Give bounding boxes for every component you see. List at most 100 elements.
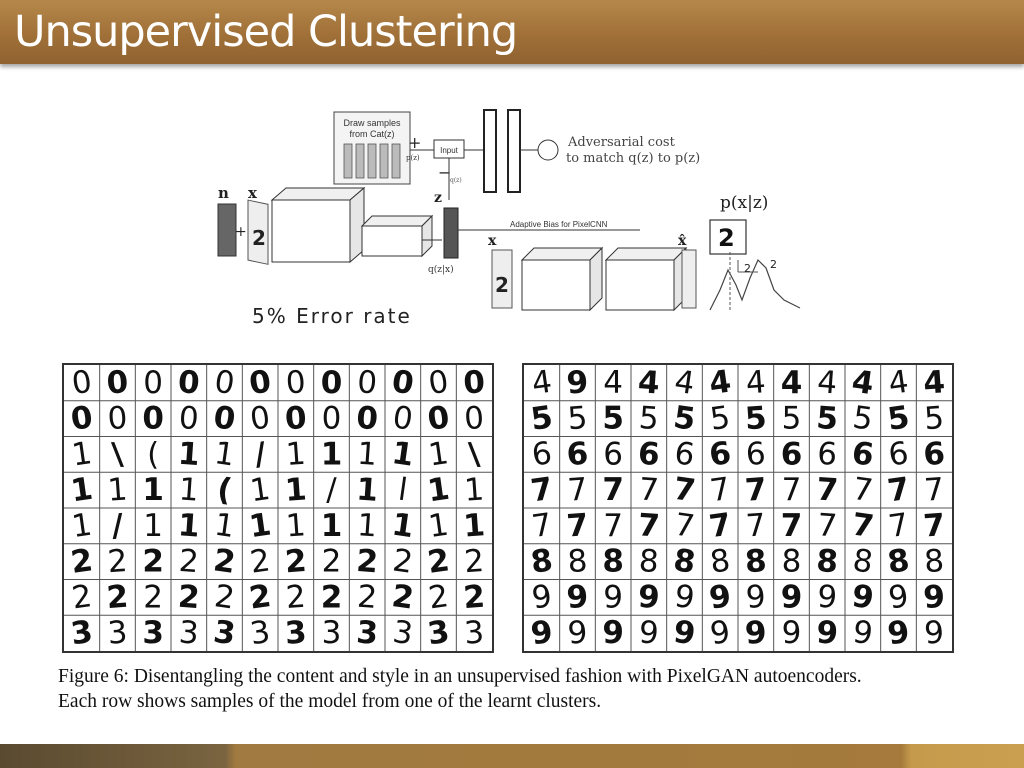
right-digit-cell: 8 [529, 542, 555, 581]
left-digit-cell: 1 [212, 435, 237, 473]
left-digit-cell: 2 [322, 544, 342, 580]
left-digit-cell: 1 [321, 508, 343, 544]
right-digit-cell: 9 [923, 614, 945, 651]
title-bar: Unsupervised Clustering [0, 0, 1024, 64]
right-digit-cell: 9 [565, 365, 589, 402]
x-hat-label: x̂ [678, 233, 687, 249]
left-digit-cell: 2 [247, 578, 273, 617]
right-digit-cell: 7 [850, 507, 876, 546]
left-digit-cell: 3 [355, 614, 379, 651]
left-digit-cell: 0 [69, 399, 95, 438]
left-digit-cell: 0 [426, 365, 451, 402]
adaptive-bias-label: Adaptive Bias for PixelCNN [510, 220, 608, 229]
left-digit-cell: 1 [321, 436, 343, 472]
left-digit-cell: 2 [426, 578, 451, 616]
right-digit-cell: 5 [671, 399, 697, 438]
right-digit-cell: 9 [744, 614, 768, 651]
right-digit-cell: 4 [603, 365, 623, 401]
left-digit-cell: 0 [142, 401, 164, 437]
right-digit-cell: 9 [602, 615, 624, 651]
input-image [247, 199, 269, 265]
plus-sign: + [408, 133, 421, 152]
left-digit-cell: 0 [143, 365, 163, 401]
left-digit-cell: 2 [211, 542, 237, 581]
right-digit-cell: 7 [744, 471, 768, 508]
left-digit-cell: 3 [142, 615, 164, 651]
n-label: n [218, 184, 229, 202]
right-digit-cell: 7 [638, 471, 660, 508]
left-digit-cell: 2 [106, 543, 128, 580]
minus-sign: − [438, 163, 451, 182]
right-digit-cell: 4 [850, 365, 876, 402]
right-digit-cell: 7 [530, 507, 555, 545]
right-digit-cell: 7 [671, 471, 697, 510]
left-digit-cell: 0 [462, 365, 486, 402]
right-digit-cell: 6 [637, 436, 661, 473]
right-digit-cell: 4 [672, 365, 697, 402]
right-digit-cell: 9 [672, 578, 697, 616]
left-digit-cell: 0 [247, 365, 273, 402]
x-label-decoder: x [488, 233, 497, 249]
left-digit-cell: 1 [390, 507, 416, 546]
left-digit-cell: / [111, 507, 125, 544]
left-digit-cell: \ [467, 436, 481, 473]
right-digit-cell: 9 [885, 614, 911, 651]
right-digit-cell: 5 [529, 399, 555, 438]
left-digit-cell: 3 [211, 614, 237, 651]
right-digit-cell: 8 [708, 542, 733, 580]
footer-bar [0, 744, 1024, 768]
right-digit-cell: 9 [850, 578, 876, 617]
right-digit-cell: 9 [638, 614, 660, 651]
left-digit-cell: 0 [177, 365, 201, 402]
output-digit: 2 [718, 224, 735, 252]
left-digit-cell: 1 [356, 436, 378, 473]
right-digit-cell: 9 [637, 579, 661, 616]
right-digit-cell: 4 [707, 365, 733, 402]
right-digit-cell: 5 [602, 401, 624, 437]
caption-line-2: Each row shows samples of the model from… [58, 691, 602, 712]
left-digit-cell: 0 [70, 365, 95, 402]
encoder-block-2 [360, 214, 434, 258]
q-z-label: q(z) [450, 177, 462, 184]
right-digit-cell: 8 [744, 543, 768, 580]
left-digit-cell: l [396, 472, 410, 509]
right-digit-cell: 7 [851, 471, 876, 509]
left-digit-cell: 1 [248, 471, 273, 509]
figure-caption: Figure 6: Disentangling the content and … [58, 664, 978, 714]
left-digit-cell: 1 [355, 471, 379, 508]
left-digit-cell: 0 [284, 400, 308, 437]
left-digit-cell: 1 [462, 507, 486, 544]
left-digit-cell: 1 [177, 507, 201, 544]
discriminator-layer-1 [483, 109, 497, 193]
right-digit-cell: 6 [922, 436, 946, 473]
left-digit-cell: 0 [178, 400, 200, 437]
right-digit-cell: 5 [885, 399, 911, 438]
right-digit-cell: 7 [602, 472, 624, 508]
right-digit-cell: 6 [850, 435, 876, 474]
right-digit-cell: 5 [923, 400, 945, 437]
right-digit-cell: 9 [671, 614, 697, 651]
left-digit-cell: 2 [425, 542, 451, 581]
right-digit-cell: 9 [566, 614, 588, 651]
decoder-input-digit: 2 [495, 273, 509, 297]
right-digit-cell: 4 [637, 365, 661, 402]
left-digit-cell: 3 [284, 614, 308, 651]
pixelcnn-block-2 [604, 246, 688, 312]
left-digit-cell: 0 [463, 400, 485, 437]
error-rate-label: 5% Error rate [252, 304, 412, 328]
right-digit-cell: 7 [782, 472, 802, 508]
left-digit-cell: 1 [70, 507, 95, 545]
left-digit-cell: 0 [356, 365, 378, 402]
left-digit-cell: 1 [390, 435, 416, 474]
right-digit-cell: 7 [886, 507, 911, 545]
right-digit-cell: 9 [708, 614, 733, 651]
discriminator-layer-2 [507, 109, 521, 193]
left-digit-cell: 3 [322, 615, 342, 651]
right-digit-cell: 8 [923, 543, 945, 580]
decoder-input-image [491, 249, 513, 309]
encoder-block-1 [270, 186, 366, 264]
left-digit-cell: 1 [70, 435, 95, 473]
right-digit-cell: 4 [530, 365, 555, 402]
left-digit-cell: 0 [390, 365, 416, 402]
left-digit-cell: 3 [463, 614, 485, 651]
